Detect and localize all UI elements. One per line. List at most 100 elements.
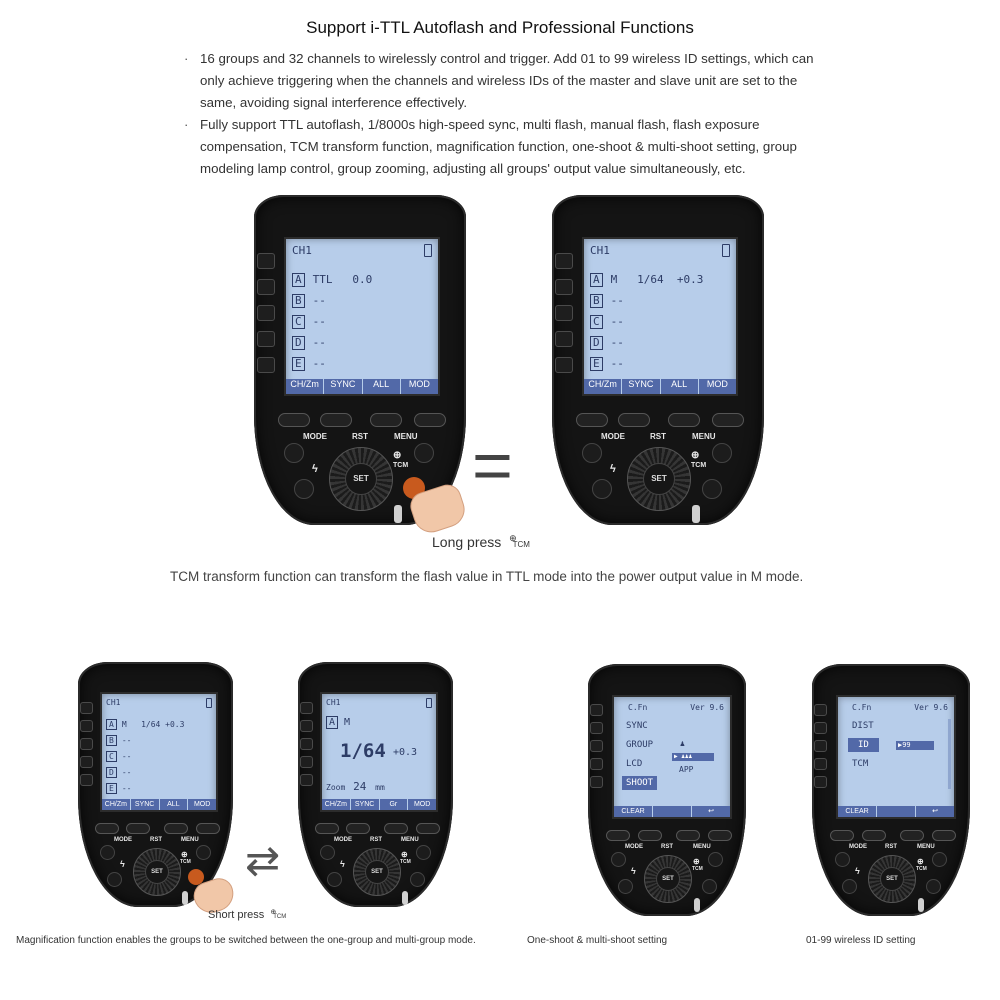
side-button[interactable] <box>80 720 93 732</box>
function-button[interactable] <box>606 830 630 841</box>
function-button[interactable] <box>414 413 446 427</box>
function-button[interactable] <box>712 413 744 427</box>
mode-button[interactable] <box>611 852 626 867</box>
side-button[interactable] <box>555 253 573 269</box>
side-button[interactable] <box>555 305 573 321</box>
function-button[interactable] <box>126 823 150 834</box>
set-button[interactable]: SET <box>656 867 680 891</box>
side-button[interactable] <box>300 720 313 732</box>
function-button[interactable] <box>370 413 402 427</box>
menu-item-dist[interactable]: DIST <box>852 721 874 731</box>
side-button[interactable] <box>257 357 275 373</box>
side-button[interactable] <box>80 774 93 786</box>
set-button[interactable]: SET <box>880 867 904 891</box>
menu-item-lcd[interactable]: LCD <box>626 759 643 769</box>
function-button[interactable] <box>416 823 440 834</box>
side-button[interactable] <box>555 357 573 373</box>
test-button[interactable] <box>592 479 612 499</box>
menu-button[interactable] <box>932 852 947 867</box>
test-button[interactable] <box>327 872 342 887</box>
side-button[interactable] <box>590 704 603 716</box>
mode-button[interactable] <box>582 443 602 463</box>
side-button[interactable] <box>814 704 827 716</box>
mode-button[interactable] <box>320 845 335 860</box>
menu-button[interactable] <box>196 845 211 860</box>
set-button[interactable]: SET <box>643 463 675 495</box>
side-button[interactable] <box>300 756 313 768</box>
side-button[interactable] <box>814 758 827 770</box>
group-letter: C <box>292 315 305 329</box>
menu-item-group[interactable]: GROUP <box>626 740 654 750</box>
function-button[interactable] <box>708 830 732 841</box>
side-button[interactable] <box>80 702 93 714</box>
function-button[interactable] <box>196 823 220 834</box>
side-button[interactable] <box>555 279 573 295</box>
zoom-icon: ⊕ <box>691 450 700 461</box>
mode-button[interactable] <box>100 845 115 860</box>
function-button[interactable] <box>830 830 854 841</box>
menu-item-id[interactable]: ID <box>848 738 879 752</box>
side-button[interactable] <box>590 758 603 770</box>
set-button[interactable]: SET <box>365 860 389 884</box>
function-button[interactable] <box>320 413 352 427</box>
function-button[interactable] <box>278 413 310 427</box>
function-button[interactable] <box>900 830 924 841</box>
mode-value: M <box>344 717 351 728</box>
side-button[interactable] <box>590 776 603 788</box>
side-button[interactable] <box>80 756 93 768</box>
set-button[interactable]: SET <box>145 860 169 884</box>
softkey-bar: CLEAR ↩ <box>838 806 954 817</box>
tcm-button-highlight[interactable] <box>188 869 204 885</box>
side-button[interactable] <box>300 702 313 714</box>
test-button[interactable] <box>107 872 122 887</box>
side-button[interactable] <box>590 722 603 734</box>
side-button[interactable] <box>257 305 275 321</box>
function-button[interactable] <box>576 413 608 427</box>
menu-button[interactable] <box>708 852 723 867</box>
side-button[interactable] <box>300 774 313 786</box>
function-button[interactable] <box>95 823 119 834</box>
function-button[interactable] <box>315 823 339 834</box>
side-button[interactable] <box>257 331 275 347</box>
function-button[interactable] <box>346 823 370 834</box>
side-button[interactable] <box>814 776 827 788</box>
menu-button[interactable] <box>416 845 431 860</box>
menu-item-shoot[interactable]: SHOOT <box>622 776 658 790</box>
side-button[interactable] <box>814 740 827 752</box>
side-button[interactable] <box>257 279 275 295</box>
test-button[interactable] <box>618 879 633 894</box>
softkey-label: MOD <box>697 379 736 394</box>
function-button[interactable] <box>668 413 700 427</box>
test-button[interactable] <box>842 879 857 894</box>
function-button[interactable] <box>384 823 408 834</box>
function-button[interactable] <box>862 830 886 841</box>
tcm-button[interactable] <box>926 879 941 894</box>
control-dial[interactable] <box>353 848 401 896</box>
mode-button[interactable] <box>284 443 304 463</box>
function-button[interactable] <box>676 830 700 841</box>
side-button[interactable] <box>814 722 827 734</box>
set-button[interactable]: SET <box>345 463 377 495</box>
menu-button[interactable] <box>414 443 434 463</box>
group-value: -- <box>121 736 132 745</box>
function-button[interactable] <box>618 413 650 427</box>
function-button[interactable] <box>164 823 188 834</box>
menu-item-sync[interactable]: SYNC <box>626 721 648 731</box>
side-button[interactable] <box>555 331 573 347</box>
tcm-button[interactable] <box>702 479 722 499</box>
side-button[interactable] <box>590 740 603 752</box>
side-button[interactable] <box>80 738 93 750</box>
group-value: -- <box>610 294 624 307</box>
side-button[interactable] <box>300 738 313 750</box>
tcm-button[interactable] <box>702 879 717 894</box>
menu-item-tcm[interactable]: TCM <box>852 759 869 769</box>
softkey-label: CLEAR <box>845 808 869 815</box>
scrollbar[interactable] <box>948 719 951 789</box>
tcm-button[interactable] <box>410 872 425 887</box>
function-button[interactable] <box>932 830 956 841</box>
test-button[interactable] <box>294 479 314 499</box>
side-button[interactable] <box>257 253 275 269</box>
function-button[interactable] <box>638 830 662 841</box>
mode-button[interactable] <box>835 852 850 867</box>
menu-button[interactable] <box>712 443 732 463</box>
